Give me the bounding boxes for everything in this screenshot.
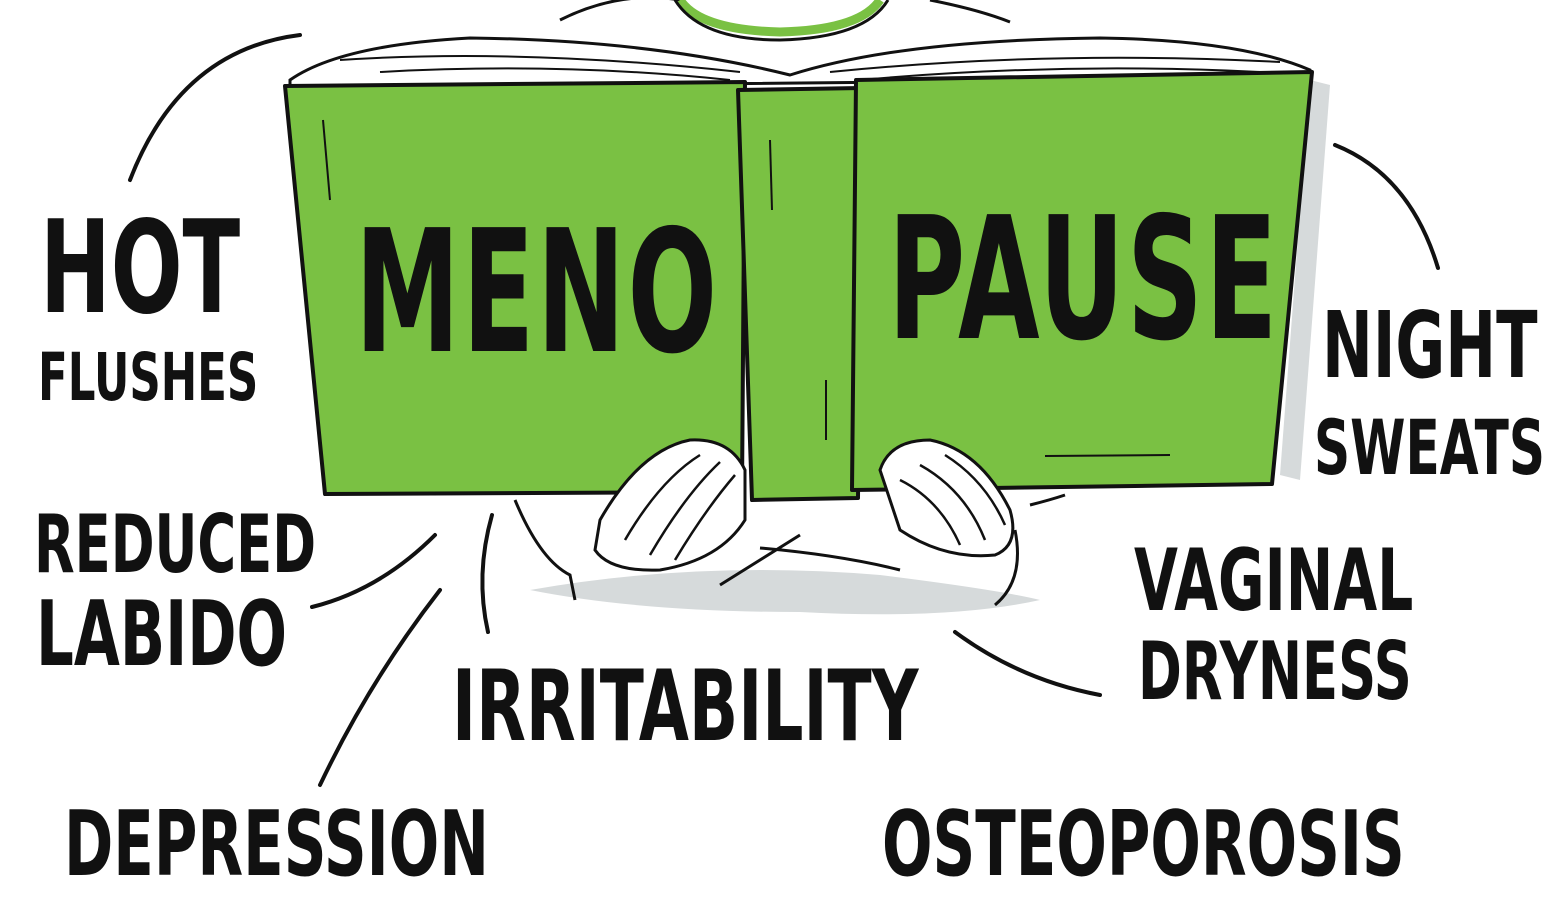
label-vaginal: VAGINAL: [1134, 538, 1413, 624]
connector-reduced-labido: [312, 535, 435, 607]
connector-vaginal-dryness: [955, 632, 1100, 695]
connector-night-sweats: [1335, 145, 1438, 268]
cover-title-right: PAUSE: [888, 195, 1280, 365]
label-dryness: DRYNESS: [1138, 632, 1412, 712]
label-sweats: SWEATS: [1314, 410, 1544, 486]
label-reduced: REDUCED: [34, 505, 316, 585]
label-depression: DEPRESSION: [64, 800, 489, 890]
connector-depression: [320, 590, 440, 785]
connector-irritability: [482, 515, 492, 632]
figure-shadow: [530, 570, 1040, 614]
label-hot: HOT: [40, 205, 240, 333]
head-outline: [560, 0, 680, 20]
body-outline: [760, 548, 900, 570]
collar-line: [930, 0, 1010, 22]
cover-title-left: MENO: [355, 208, 720, 378]
label-osteoporosis: OSTEOPOROSIS: [882, 800, 1405, 890]
label-flushes: FLUSHES: [38, 345, 258, 411]
label-irritability: IRRITABILITY: [452, 658, 919, 756]
book-spine: [738, 88, 862, 500]
connector-hot-flushes: [130, 35, 300, 180]
label-labido: LABIDO: [36, 590, 287, 680]
body-outline: [1030, 495, 1065, 505]
label-night: NIGHT: [1322, 300, 1537, 392]
cover-line: [1045, 455, 1170, 456]
